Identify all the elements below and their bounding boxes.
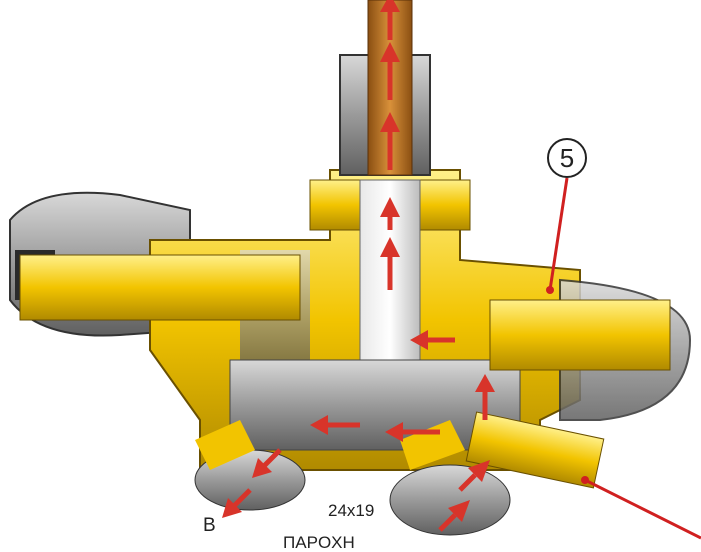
callout-5: 5 [547, 138, 587, 178]
valve-body [19, 0, 692, 536]
flow-arrows [222, 0, 495, 532]
size-label: 24x19 [328, 501, 375, 520]
callout-line-6 [584, 478, 701, 540]
callout-line-5 [548, 177, 569, 291]
supply-label: ΠΑΡΟΧΗ [283, 533, 355, 552]
outlet-label: B [203, 515, 216, 536]
